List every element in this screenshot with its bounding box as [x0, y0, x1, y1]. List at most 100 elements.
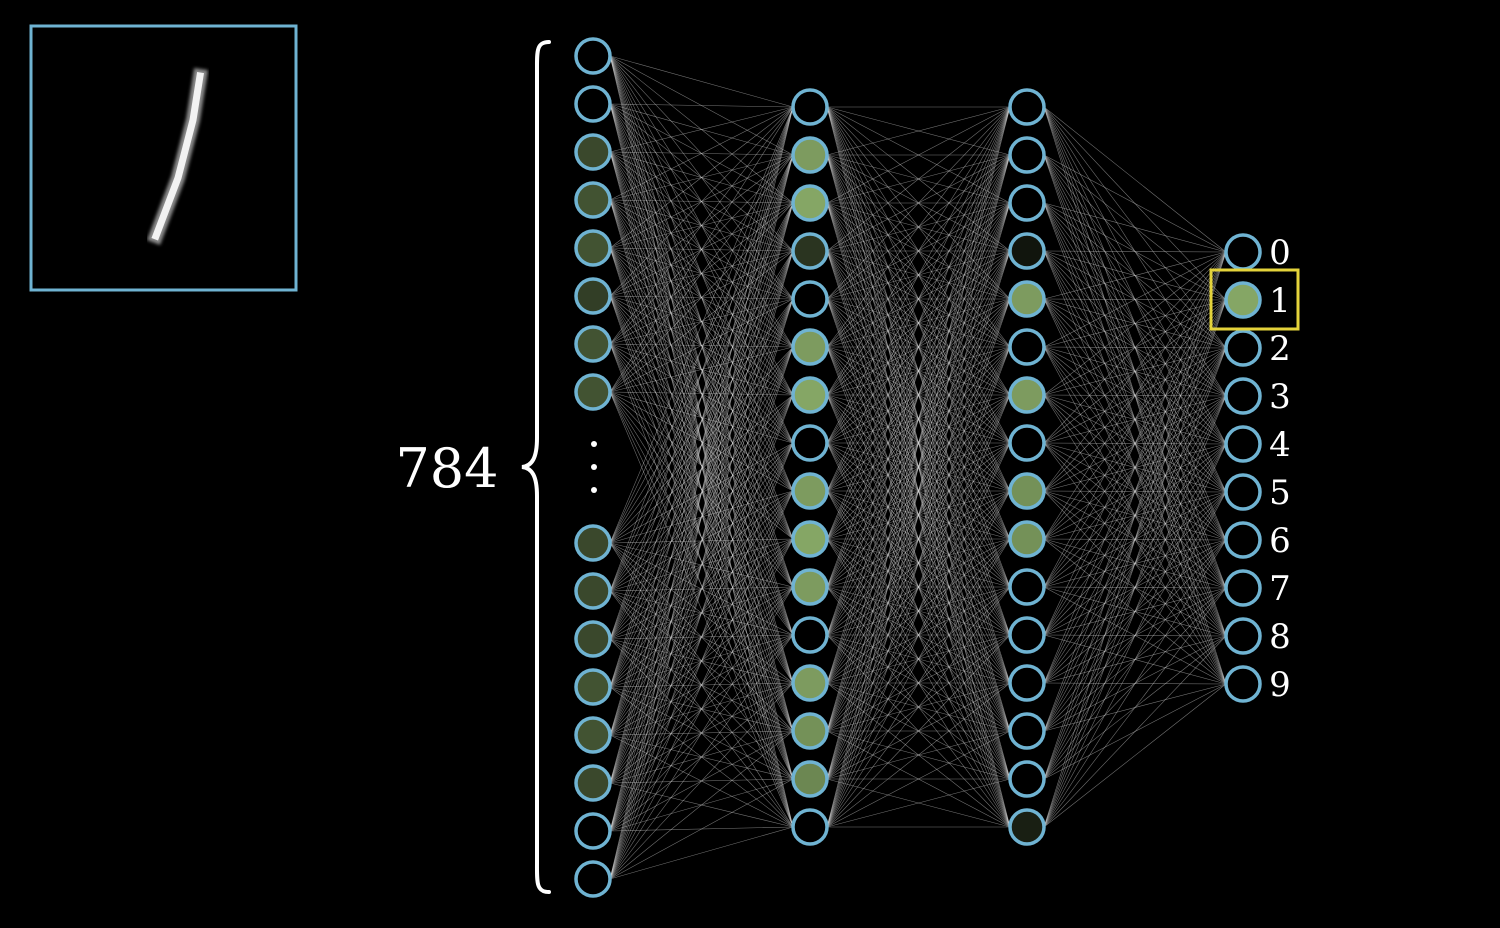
ellipsis-dot	[591, 487, 597, 493]
connection-line	[609, 394, 794, 880]
connection-line	[609, 538, 794, 880]
connection-line	[826, 154, 1011, 828]
connection-line	[826, 778, 1011, 828]
hidden2-neuron	[1008, 472, 1046, 510]
connection-line	[609, 250, 794, 880]
hidden2-neuron	[1008, 616, 1046, 654]
input-neuron	[574, 716, 612, 754]
output-label-3: 3	[1269, 377, 1291, 417]
hidden1-neuron	[791, 472, 829, 510]
connection-line	[1043, 347, 1227, 828]
input-layer-brace	[521, 40, 551, 894]
connection-line	[609, 490, 794, 880]
connection-line	[826, 202, 1011, 828]
connection-line	[609, 55, 794, 108]
hidden2-neuron	[1008, 568, 1046, 606]
input-neuron	[574, 860, 612, 898]
connection-line	[609, 106, 794, 297]
connection-line	[1043, 251, 1227, 300]
connection-line	[609, 154, 794, 880]
hidden1-neuron	[791, 376, 829, 414]
hidden2-neuron	[1008, 88, 1046, 126]
input-neuron	[574, 37, 612, 75]
connection-line	[609, 346, 794, 393]
input-neuron	[574, 812, 612, 850]
connection-line	[1043, 251, 1227, 492]
connection-line	[826, 346, 1011, 828]
handwritten-digit-one-icon	[146, 67, 209, 246]
output-neuron	[1224, 377, 1262, 415]
hidden2-neuron	[1008, 520, 1046, 558]
connection-line	[1043, 251, 1227, 684]
input-neuron	[574, 620, 612, 658]
hidden1-neuron	[791, 424, 829, 462]
hidden2-neuron	[1008, 376, 1046, 414]
input-neuron	[574, 277, 612, 315]
output-neuron	[1224, 281, 1262, 319]
ellipsis-dot	[591, 441, 597, 447]
input-image-frame	[29, 24, 298, 292]
input-image-panel	[29, 24, 298, 292]
connection-line	[609, 778, 794, 880]
connection-line	[609, 391, 794, 828]
connection-line	[609, 730, 794, 880]
connection-line	[826, 106, 1011, 828]
hidden2-neuron	[1008, 232, 1046, 270]
connection-line	[1043, 635, 1227, 828]
connection-line	[609, 298, 794, 880]
connection-line	[826, 106, 1011, 204]
connection-line	[826, 106, 1011, 492]
output-label-9: 9	[1269, 665, 1291, 705]
connection-line	[826, 106, 1011, 780]
output-neuron	[1224, 521, 1262, 559]
connection-line	[609, 106, 794, 153]
connection-line	[609, 106, 794, 640]
connection-line	[609, 106, 794, 345]
connection-line	[609, 586, 794, 880]
connection-line	[826, 106, 1011, 588]
connection-line	[1043, 154, 1227, 253]
input-ellipsis	[591, 441, 597, 493]
connection-line	[826, 106, 1011, 156]
hidden2-neuron	[1008, 424, 1046, 462]
hidden1-neuron	[791, 88, 829, 126]
hidden2-neuron	[1008, 664, 1046, 702]
input-neuron	[574, 133, 612, 171]
connection-line	[609, 250, 794, 393]
output-label-4: 4	[1269, 425, 1291, 465]
connection-line	[826, 106, 1011, 252]
connection-line	[826, 490, 1011, 828]
connection-line	[609, 106, 794, 544]
output-label-5: 5	[1269, 473, 1291, 513]
connection-line	[609, 826, 794, 880]
connection-line	[1043, 491, 1227, 828]
connection-line	[609, 391, 794, 588]
hidden1-neuron	[791, 520, 829, 558]
ellipsis-dot	[591, 464, 597, 470]
input-neuron	[574, 572, 612, 610]
hidden2-neuron	[1008, 328, 1046, 366]
connection-line	[1043, 395, 1227, 828]
hidden1-neuron	[791, 664, 829, 702]
output-label-1: 1	[1269, 281, 1291, 321]
connection-line	[609, 346, 794, 880]
hidden1-neuron	[791, 232, 829, 270]
connection-line	[826, 250, 1011, 828]
connection-line	[826, 106, 1011, 396]
connection-line	[826, 106, 1011, 540]
connection-line	[609, 391, 794, 636]
connection-line	[609, 106, 794, 880]
hidden2-neuron	[1008, 712, 1046, 750]
connection-line	[1043, 251, 1227, 732]
hidden1-neuron	[791, 328, 829, 366]
input-neuron	[574, 524, 612, 562]
connection-line	[609, 442, 794, 880]
connection-line	[609, 391, 794, 780]
output-label-8: 8	[1269, 617, 1291, 657]
input-neuron	[574, 325, 612, 363]
input-neuron	[574, 764, 612, 802]
connection-line	[826, 730, 1011, 828]
connection-line	[826, 106, 1011, 636]
connection-line	[1043, 251, 1227, 828]
